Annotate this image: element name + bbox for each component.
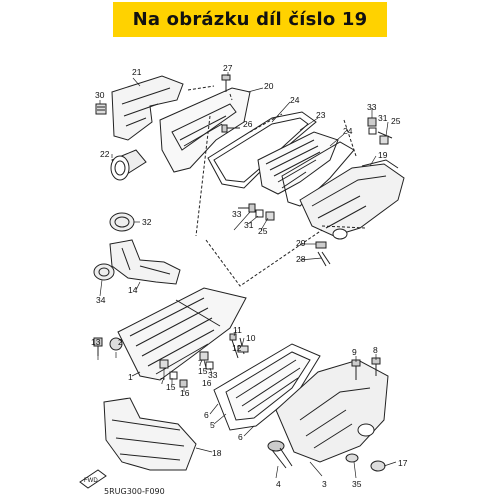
callout-33: 33 xyxy=(367,102,377,112)
part-17-plug xyxy=(370,460,386,472)
callout-19: 19 xyxy=(378,150,388,160)
callout-34: 34 xyxy=(96,295,106,305)
forward-arrow-icon xyxy=(79,469,107,489)
callout-14: 14 xyxy=(128,285,138,295)
callout-15: 15 xyxy=(166,382,176,392)
callout-7: 7 xyxy=(160,376,165,386)
callout-20: 20 xyxy=(264,81,274,91)
callout-12: 12 xyxy=(232,343,242,353)
callout-33-middle: 33 xyxy=(232,209,242,219)
callout-31-middle: 31 xyxy=(244,220,254,230)
callout-33-lower: 33 xyxy=(208,370,218,380)
part-21-intake-cover xyxy=(111,75,184,141)
part-3-cover xyxy=(275,359,389,463)
callout-31: 31 xyxy=(378,113,388,123)
part-20-case-cap xyxy=(159,87,251,173)
callout-3: 3 xyxy=(322,479,327,489)
callout-18: 18 xyxy=(212,448,222,458)
page-title: Na obrázku díl číslo 19 xyxy=(132,9,368,30)
callout-23: 23 xyxy=(316,110,326,120)
callout-32: 32 xyxy=(142,217,152,227)
callout-2: 2 xyxy=(118,337,123,347)
callout-25-middle: 25 xyxy=(258,226,268,236)
callout-35: 35 xyxy=(352,479,362,489)
callout-6-lower: 6 xyxy=(238,432,243,442)
part-14-intake-hose xyxy=(109,239,181,285)
part-4-bolt xyxy=(267,440,293,469)
callout-21: 21 xyxy=(132,67,142,77)
callout-11: 11 xyxy=(233,325,242,335)
part-18-seal xyxy=(103,397,197,471)
callout-30: 30 xyxy=(95,90,105,100)
callout-10: 10 xyxy=(246,333,256,343)
part-22-joint xyxy=(110,149,147,181)
part-29-28-bolt xyxy=(315,241,331,267)
callout-labels: 21 30 22 27 20 26 24 23 24 33 31 25 19 3… xyxy=(84,63,408,489)
callout-28: 28 xyxy=(296,254,306,264)
part-33-31-25-fasteners-middle xyxy=(238,203,275,221)
callout-16-right: 16 xyxy=(202,378,212,388)
callout-7-right: 7 xyxy=(198,358,203,368)
part-19-air-filter-case xyxy=(299,159,405,240)
diagram-code: 5RUG300-F090 xyxy=(104,487,165,496)
part-24-gasket-lower xyxy=(281,141,355,207)
part-26-screw xyxy=(221,124,240,133)
callout-29: 29 xyxy=(296,238,306,248)
callout-24-lower: 24 xyxy=(343,126,353,136)
callout-6: 6 xyxy=(204,410,209,420)
callout-25: 25 xyxy=(391,116,401,126)
callout-4: 4 xyxy=(276,479,281,489)
part-30-clip xyxy=(95,103,107,115)
callout-27: 27 xyxy=(223,63,233,73)
callout-17: 17 xyxy=(398,458,408,468)
callout-8: 8 xyxy=(373,345,378,355)
callout-15-right: 15 xyxy=(198,366,208,376)
part-35-plug xyxy=(345,453,359,463)
callout-16: 16 xyxy=(180,388,190,398)
callout-5: 5 xyxy=(210,420,215,430)
part-1-case-body xyxy=(117,287,247,381)
assembly-guide-lines xyxy=(187,85,367,287)
callout-13: 13 xyxy=(91,337,101,347)
part-33-31-25-fasteners-upper xyxy=(367,117,393,145)
part-13-2-bolts xyxy=(93,337,123,356)
leader-lines xyxy=(97,72,397,479)
part-32-clamp xyxy=(109,212,135,232)
callout-26: 26 xyxy=(243,119,253,129)
page-title-banner: Na obrázku díl číslo 19 xyxy=(113,2,387,37)
callout-1: 1 xyxy=(128,372,133,382)
part-23-filter-element xyxy=(257,131,339,195)
part-27-screw xyxy=(221,74,231,92)
callout-9: 9 xyxy=(352,347,357,357)
part-34-clamp xyxy=(93,263,115,281)
part-9-8-screws xyxy=(351,357,381,380)
callout-22: 22 xyxy=(100,149,110,159)
callout-24: 24 xyxy=(290,95,300,105)
forward-arrow-label: FWD xyxy=(84,478,98,484)
